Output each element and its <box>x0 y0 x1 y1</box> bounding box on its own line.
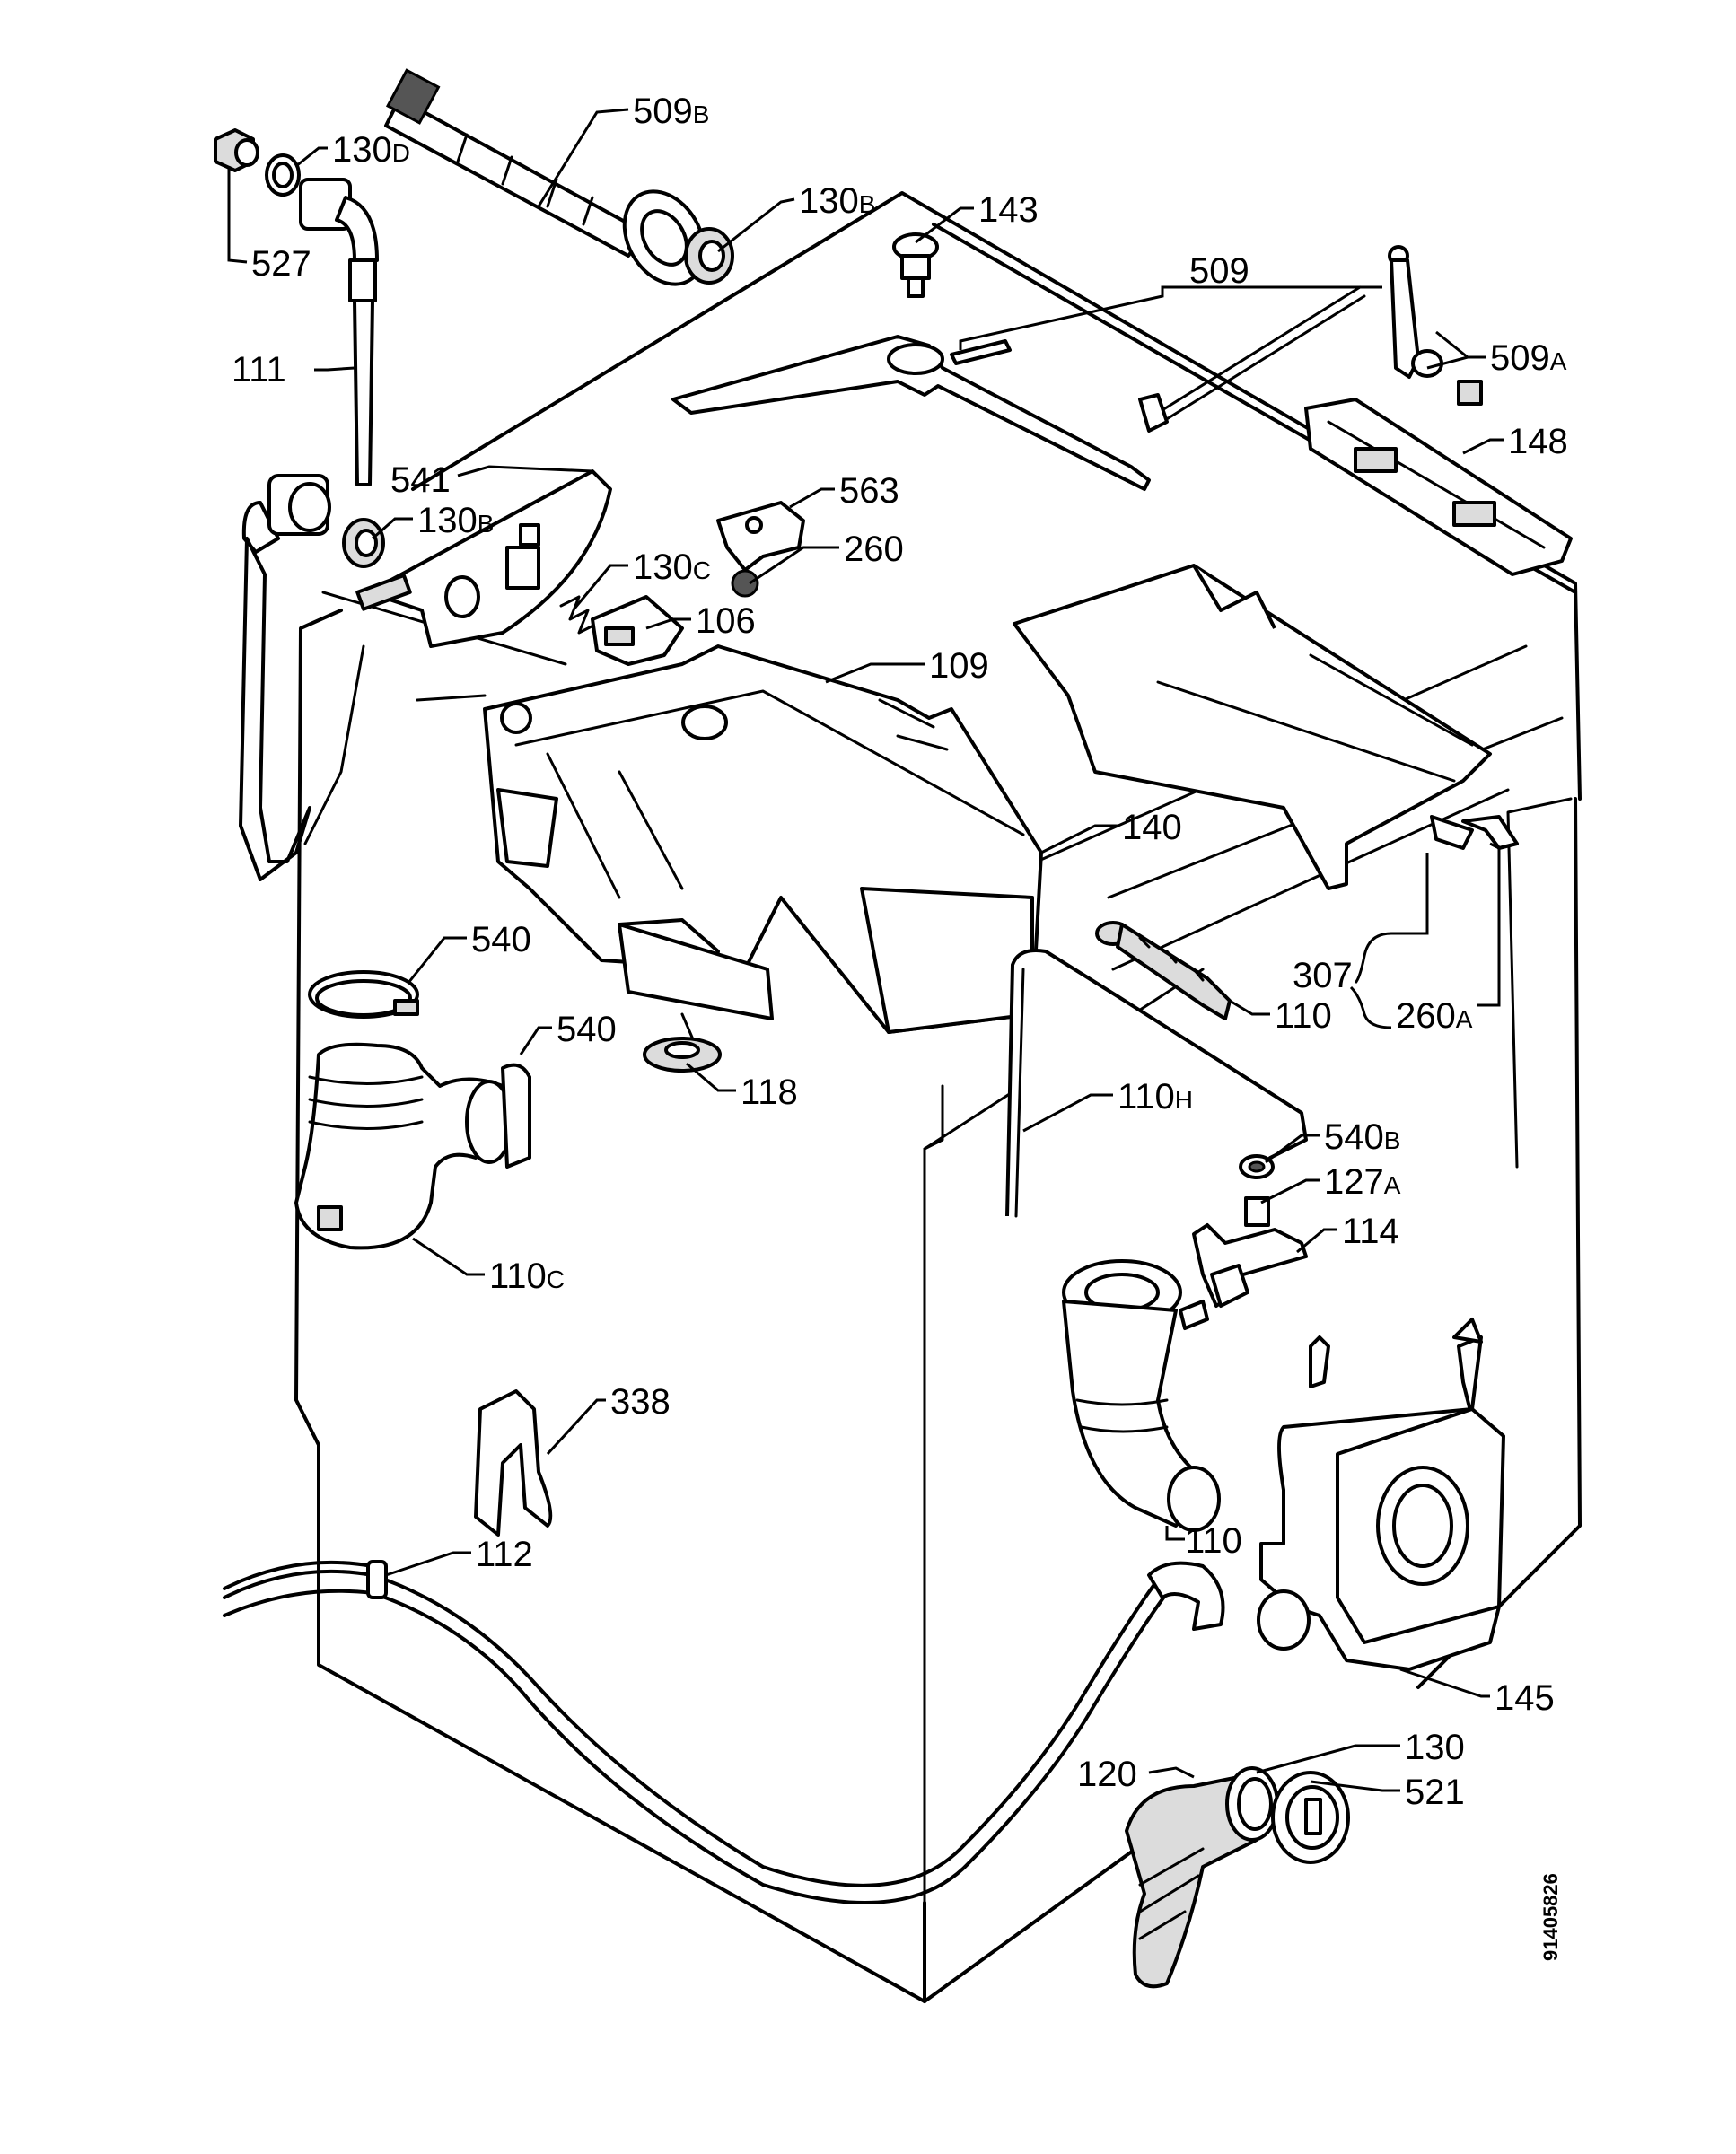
diagram-code: 91405826 <box>1539 1873 1562 1961</box>
part-106-catch <box>591 595 684 666</box>
part-260-spring <box>731 569 759 598</box>
part-109-dispenser-housing <box>483 644 1043 1034</box>
callout-145: 145 <box>1495 1678 1555 1718</box>
part-120-filter-element <box>1125 1775 1258 1989</box>
callout-109: 109 <box>929 646 989 686</box>
callout-110h: 110H <box>1118 1077 1193 1116</box>
callout-260a: 260A <box>1396 996 1473 1036</box>
part-110c-bellows-elbow <box>294 1042 513 1250</box>
callout-563: 563 <box>839 471 899 511</box>
part-130b-nut-lower <box>342 518 385 568</box>
part-110h-long-tube <box>1005 949 1308 1218</box>
callout-527: 527 <box>251 244 311 284</box>
callout-112: 112 <box>476 1535 533 1574</box>
part-540b-clamp <box>1239 1154 1275 1179</box>
part-509a-small-lever <box>1388 245 1483 406</box>
part-260a-clip <box>1461 815 1519 850</box>
callout-130b-top: 130B <box>799 181 875 221</box>
part-111-inlet-hose <box>239 178 379 881</box>
part-509-lever-arms <box>671 285 1366 491</box>
callout-540b: 540B <box>1324 1117 1400 1157</box>
callout-110-elbow: 110 <box>1185 1521 1242 1561</box>
part-110-bellows-lower <box>1062 1259 1221 1532</box>
part-527-fitting <box>214 128 259 172</box>
callout-111: 111 <box>232 350 286 390</box>
callout-143: 143 <box>978 190 1039 230</box>
callout-509a: 509A <box>1490 338 1567 378</box>
part-110-short-hose <box>1095 921 1232 1020</box>
callout-509b: 509B <box>633 92 709 131</box>
callout-110-hose: 110 <box>1275 996 1332 1036</box>
callout-140: 140 <box>1122 808 1182 847</box>
callout-130: 130 <box>1405 1728 1465 1767</box>
part-118-filter-disc <box>643 1012 722 1073</box>
part-540-clamp-elbow <box>501 1063 531 1169</box>
callout-307: 307 <box>1293 956 1353 995</box>
callout-148: 148 <box>1508 422 1568 461</box>
callout-110c: 110C <box>489 1256 565 1296</box>
part-521-filter-cap <box>1271 1771 1350 1864</box>
part-143-valve <box>892 232 939 298</box>
callout-540-top: 540 <box>471 920 531 959</box>
part-338-hose-hook <box>474 1389 553 1537</box>
callout-114: 114 <box>1342 1212 1399 1251</box>
part-114-trap <box>1192 1223 1308 1308</box>
callout-130b-lower: 130B <box>417 501 494 540</box>
part-563-cam <box>716 501 805 572</box>
callout-509: 509 <box>1189 251 1249 291</box>
part-130c-spring <box>559 595 599 635</box>
callout-118: 118 <box>741 1073 798 1112</box>
part-145-pump-housing <box>1257 1318 1505 1671</box>
part-130b-nut-top <box>684 227 734 285</box>
callout-127a: 127A <box>1324 1162 1401 1202</box>
part-130d-washer <box>265 153 301 197</box>
callout-338: 338 <box>610 1382 671 1422</box>
part-541-bracket <box>355 469 612 648</box>
part-509b-inlet-pipe <box>384 68 706 286</box>
callout-521: 521 <box>1405 1773 1465 1812</box>
callout-130c: 130C <box>633 547 711 587</box>
part-112-drain-hose <box>223 1560 1225 1904</box>
leader-lines <box>227 108 1504 1792</box>
part-148-rail <box>1304 398 1573 576</box>
part-540-clamp-ring <box>308 970 419 1019</box>
callout-labels: 509B 130D 130B 143 527 509 509A 111 148 … <box>232 92 1568 1812</box>
callout-541: 541 <box>390 460 451 500</box>
part-127a-nipple <box>1244 1196 1270 1227</box>
callout-106: 106 <box>696 601 756 641</box>
callout-260: 260 <box>844 530 904 569</box>
part-dispenser-drawer <box>1013 564 1492 890</box>
callout-130d: 130D <box>332 130 410 170</box>
callout-540-elbow: 540 <box>557 1010 617 1049</box>
part-130-seal-ring <box>1225 1766 1279 1842</box>
callout-120: 120 <box>1077 1755 1137 1794</box>
